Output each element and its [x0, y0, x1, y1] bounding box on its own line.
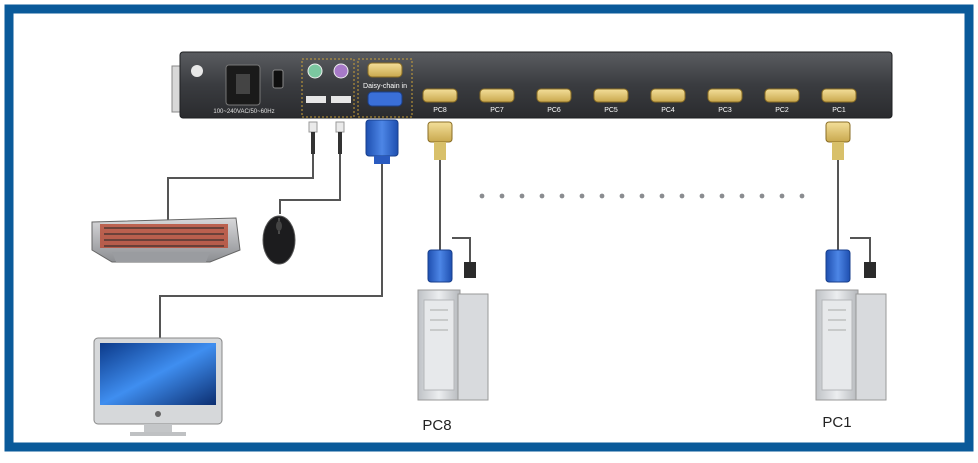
vga-port-pc1	[821, 88, 857, 103]
usb-port-2	[331, 96, 351, 103]
keyboard	[91, 217, 241, 263]
port-label-pc5: PC5	[604, 107, 618, 114]
vga-port-pc2	[764, 88, 800, 103]
separator-dot	[599, 193, 605, 199]
pc1-label: PC1	[822, 414, 851, 431]
port-label-pc1: PC1	[832, 107, 846, 114]
separator-dot	[539, 193, 545, 199]
separator-dot	[699, 193, 705, 199]
mouse	[262, 215, 296, 265]
vga-port-pc5	[593, 88, 629, 103]
separator-dot	[739, 193, 745, 199]
vga-port-pc6	[536, 88, 572, 103]
usb-cables	[167, 121, 345, 222]
separator-dot	[619, 193, 625, 199]
separator-dot	[779, 193, 785, 199]
ps2-mouse-port	[333, 63, 349, 79]
pc1-tower: PC1	[815, 289, 887, 431]
separator-dot	[559, 193, 565, 199]
ground-screw-icon	[191, 65, 203, 77]
power-switch	[272, 69, 284, 89]
separator-dot	[519, 193, 525, 199]
vga-port-pc8	[422, 88, 458, 103]
pc8-tower: PC8	[417, 289, 489, 434]
port-label-pc3: PC3	[718, 107, 732, 114]
pc8-label: PC8	[422, 417, 451, 434]
separator-dot	[579, 193, 585, 199]
ps2-keyboard-port	[307, 63, 323, 79]
port-label-pc6: PC6	[547, 107, 561, 114]
vga-port-pc4	[650, 88, 686, 103]
pc1-cable	[825, 121, 876, 283]
separator-dot	[479, 193, 485, 199]
separator-dot	[679, 193, 685, 199]
daisy-chain-label: Daisy-chain in	[363, 83, 407, 90]
daisy-chain-vga-port	[367, 62, 403, 78]
port-label-pc4: PC4	[661, 107, 675, 114]
separator-dot	[799, 193, 805, 199]
power-label: 100~240VAC/50~60Hz	[213, 109, 274, 115]
port-label-pc8: PC8	[433, 107, 447, 114]
separator-dot	[719, 193, 725, 199]
pc8-cable	[427, 121, 476, 283]
usb-port-1	[306, 96, 326, 103]
monitor-cable	[159, 119, 399, 340]
port-label-pc2: PC2	[775, 107, 789, 114]
separator-dot	[759, 193, 765, 199]
pc-ports: PC8 PC7 PC6 PC5 PC4 PC3 PC2 PC1	[422, 88, 857, 114]
separator-dot	[659, 193, 665, 199]
monitor	[93, 337, 223, 436]
blue-border	[4, 4, 974, 452]
ellipsis-dots	[479, 193, 805, 199]
port-label-pc7: PC7	[490, 107, 504, 114]
vga-port-pc7	[479, 88, 515, 103]
console-vga-port	[367, 91, 403, 107]
separator-dot	[639, 193, 645, 199]
vga-port-pc3	[707, 88, 743, 103]
separator-dot	[499, 193, 505, 199]
